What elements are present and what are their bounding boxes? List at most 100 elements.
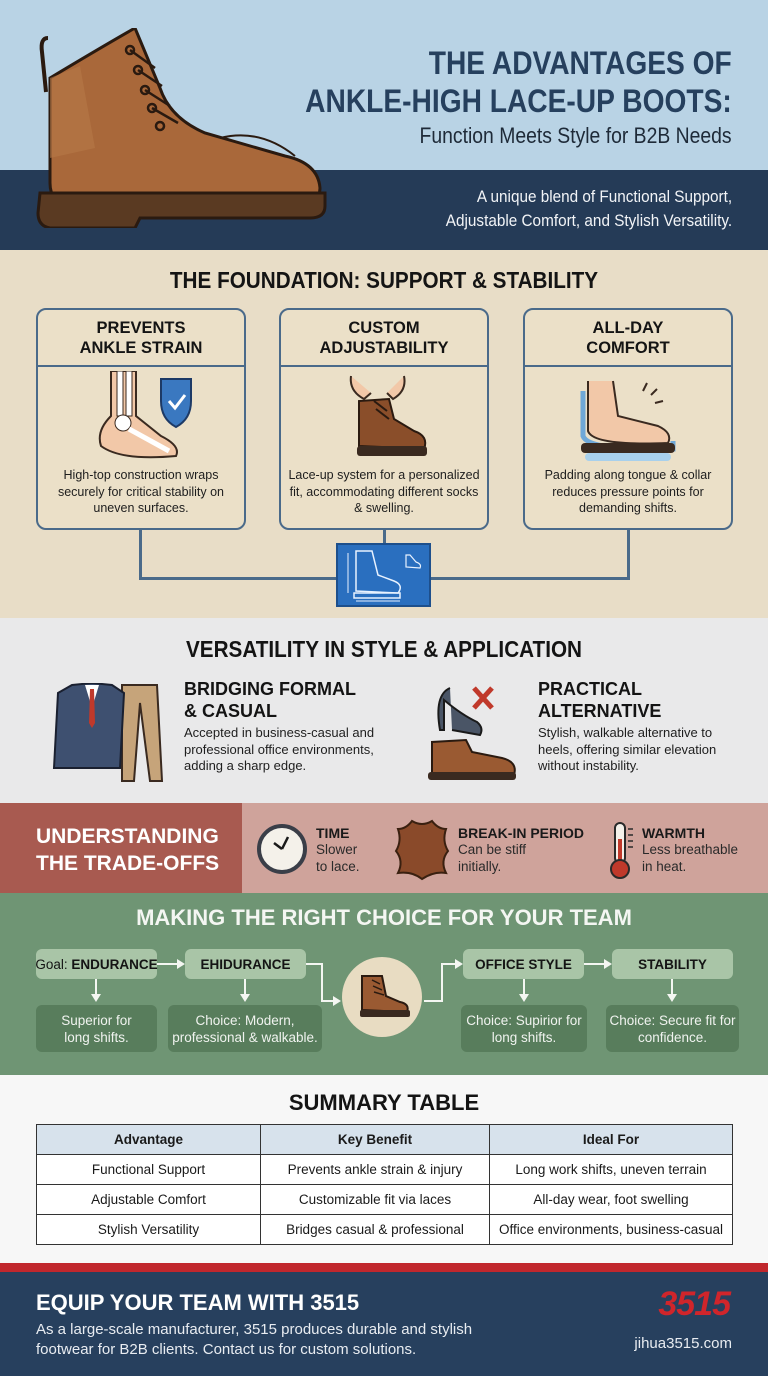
item-description: Accepted in business-casual and professi…: [184, 725, 375, 773]
item-title-line: BRIDGING FORMAL: [184, 679, 356, 699]
leather-hide-icon: [394, 819, 450, 881]
item-description: Stylish, walkable alternative to heels, …: [538, 725, 717, 773]
website-link[interactable]: jihua3515.com: [634, 1335, 732, 1352]
choice-line: long shifts.: [64, 1029, 129, 1045]
tradeoff-item-time: TIME Slower to lace.: [316, 825, 360, 875]
arrow-right-icon: [177, 959, 185, 969]
versatility-section: VERSATILITY IN STYLE & APPLICATION BRIDG…: [0, 618, 768, 803]
choice-flow-section: MAKING THE RIGHT CHOICE FOR YOUR TEAM Go…: [0, 893, 768, 1075]
footer-cta: EQUIP YOUR TEAM WITH 3515 As a large-sca…: [0, 1263, 768, 1376]
footer-text-line: As a large-scale manufacturer, 3515 prod…: [36, 1321, 473, 1338]
arrow-line: [671, 979, 673, 995]
foundation-section: THE FOUNDATION: SUPPORT & STABILITY PREV…: [0, 250, 768, 618]
tradeoffs-label-panel: [0, 803, 242, 893]
arrow-line: [244, 979, 246, 995]
card-title-line: COMFORT: [586, 338, 670, 357]
arrow-line: [321, 1000, 333, 1002]
goal-box-office-style: OFFICE STYLE: [463, 949, 584, 979]
item-title-line: ALTERNATIVE: [538, 701, 662, 721]
table-cell: Long work shifts, uneven terrain: [489, 1154, 733, 1185]
suit-and-pants-icon: [52, 683, 164, 782]
tradeoff-item-break-in: BREAK-IN PERIOD Can be stiff initially.: [458, 825, 584, 875]
card-title-line: ALL-DAY: [592, 318, 664, 337]
arrow-line: [321, 963, 323, 1001]
table-header-row: Advantage Key Benefit Ideal For: [36, 1124, 733, 1155]
table-cell: Adjustable Comfort: [36, 1184, 261, 1215]
tradeoff-title: TIME: [316, 825, 350, 841]
tagline-line-2: Adjustable Comfort, and Stylish Versatil…: [445, 211, 732, 230]
connector-line: [627, 528, 630, 580]
card-description: High-top construction wraps securely for…: [57, 468, 225, 515]
arrow-line: [157, 963, 177, 965]
tradeoff-title: BREAK-IN PERIOD: [458, 825, 585, 841]
ankle-boot-icon: [36, 28, 327, 228]
tradeoff-text: Less breathable: [642, 842, 739, 857]
goal-box-endurance-2: EHIDURANCE: [185, 949, 306, 979]
arrow-right-icon: [455, 959, 463, 969]
section-title: MAKING THE RIGHT CHOICE FOR YOUR TEAM: [136, 905, 632, 930]
table-cell: Prevents ankle strain & injury: [260, 1154, 490, 1185]
boot-blueprint-icon: [336, 543, 431, 607]
column-header: Key Benefit: [260, 1124, 490, 1155]
arrow-line: [306, 963, 322, 965]
arrow-down-icon: [240, 994, 250, 1002]
column-header: Ideal For: [489, 1124, 733, 1155]
padded-foot-icon: [525, 367, 731, 467]
clock-icon: [257, 824, 307, 874]
section-title: THE FOUNDATION: SUPPORT & STABILITY: [169, 267, 599, 293]
choice-line: confidence.: [637, 1029, 708, 1045]
page-title: THE ADVANTAGES OF ANKLE-HIGH LACE-UP BOO…: [305, 44, 732, 120]
goal-label: ENDURANCE: [71, 956, 158, 972]
goal-prefix: Goal:: [35, 956, 68, 972]
connector-line: [139, 528, 142, 580]
boot-icon: [342, 957, 422, 1037]
goal-box-stability: STABILITY: [612, 949, 733, 979]
versatility-item-formal-casual: BRIDGING FORMAL & CASUAL Accepted in bus…: [184, 678, 384, 775]
table-row: Functional Support Prevents ankle strain…: [36, 1154, 733, 1185]
table-cell: Customizable fit via laces: [260, 1184, 490, 1215]
section-title: UNDERSTANDING THE TRADE-OFFS: [36, 823, 219, 877]
table-cell: All-day wear, foot swelling: [489, 1184, 733, 1215]
arrow-right-icon: [604, 959, 612, 969]
choice-line: Choice: Secure fit for: [609, 1012, 736, 1028]
card-title-line: ADJUSTABILITY: [319, 338, 449, 357]
connector-line: [383, 528, 386, 544]
table-cell: Office environments, business-casual: [489, 1214, 733, 1245]
arrow-line: [523, 979, 525, 995]
section-title: VERSATILITY IN STYLE & APPLICATION: [185, 636, 582, 662]
arrow-down-icon: [519, 994, 529, 1002]
table-cell: Bridges casual & professional: [260, 1214, 490, 1245]
card-title-line: ANKLE STRAIN: [79, 338, 203, 357]
tradeoff-text: in heat.: [642, 859, 687, 874]
tradeoff-text: Slower: [316, 842, 358, 857]
tradeoff-text: Can be stiff: [458, 842, 527, 857]
card-description: Lace-up system for a personalized fit, a…: [288, 468, 480, 515]
title-line-1: THE ADVANTAGES OF: [429, 45, 732, 81]
brand-logo: 3515: [658, 1285, 731, 1323]
footer-title: EQUIP YOUR TEAM WITH 3515: [36, 1290, 360, 1315]
item-title-line: PRACTICAL: [538, 679, 642, 699]
card-title-line: CUSTOM: [348, 318, 420, 337]
hero-tagline: A unique blend of Functional Support, Ad…: [446, 185, 732, 233]
arrow-down-icon: [667, 994, 677, 1002]
lacing-boot-icon: [281, 367, 487, 467]
title-line: UNDERSTANDING: [36, 825, 219, 848]
item-title-line: & CASUAL: [184, 701, 277, 721]
choice-box: Choice: Modern,professional & walkable.: [168, 1005, 322, 1052]
arrow-line: [424, 1000, 442, 1002]
tradeoff-item-warmth: WARMTH Less breathable in heat.: [642, 825, 738, 875]
arrow-down-icon: [91, 994, 101, 1002]
tradeoffs-section: UNDERSTANDING THE TRADE-OFFS TIME Slower…: [0, 803, 768, 893]
table-row: Stylish Versatility Bridges casual & pro…: [36, 1214, 733, 1245]
choice-line: Choice: Supirior for: [466, 1012, 582, 1028]
goal-box-endurance: Goal: ENDURANCE: [35, 949, 158, 979]
ankle-bone-shield-icon: [38, 367, 244, 467]
footer-description: As a large-scale manufacturer, 3515 prod…: [36, 1320, 472, 1360]
